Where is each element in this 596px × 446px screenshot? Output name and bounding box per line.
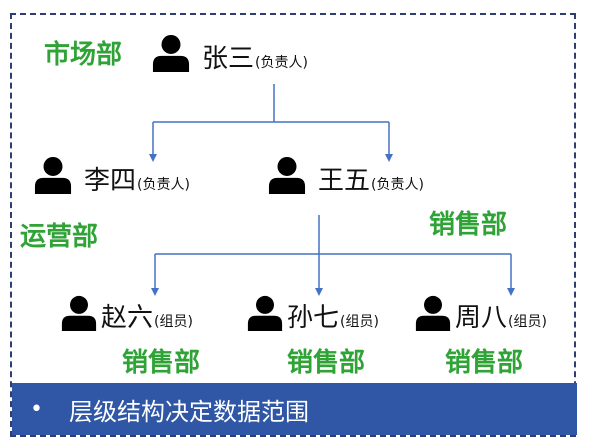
person-name: 张三 (202, 44, 255, 74)
person-name: 孙七 (287, 303, 340, 333)
person-role: (组员) (508, 314, 547, 331)
org-node-li: 李四 (负责人) (34, 156, 190, 194)
person-name: 赵六 (101, 303, 154, 333)
department-label-operations: 运营部 (20, 222, 99, 252)
org-node-zhao: 赵六 (组员) (61, 295, 193, 331)
person-icon (34, 156, 72, 194)
department-label-sales-zhao: 销售部 (122, 348, 201, 378)
department-label-market: 市场部 (44, 40, 123, 70)
person-role: (负责人) (371, 177, 424, 194)
org-node-sun: 孙七 (组员) (247, 295, 379, 331)
department-label-sales-sun: 销售部 (287, 348, 366, 378)
org-node-wang: 王五 (负责人) (268, 156, 424, 194)
person-icon (152, 34, 190, 72)
person-icon (415, 295, 451, 331)
department-label-sales-wang: 销售部 (429, 210, 508, 240)
person-icon (247, 295, 283, 331)
person-role: (负责人) (255, 55, 308, 72)
person-role: (组员) (154, 314, 193, 331)
person-role: (负责人) (137, 177, 190, 194)
banner-text: 层级结构决定数据范围 (68, 397, 309, 426)
person-role: (组员) (340, 314, 379, 331)
summary-banner: • 层级结构决定数据范围 (12, 383, 577, 435)
department-label-sales-zhou: 销售部 (445, 348, 524, 378)
org-node-zhang: 张三 (负责人) (152, 34, 308, 72)
person-icon (61, 295, 97, 331)
person-name: 周八 (455, 303, 508, 333)
person-icon (268, 156, 306, 194)
person-name: 王五 (318, 166, 371, 196)
org-chart-frame (10, 13, 576, 437)
bullet-marker: • (30, 396, 43, 422)
org-node-zhou: 周八 (组员) (415, 295, 547, 331)
person-name: 李四 (84, 166, 137, 196)
